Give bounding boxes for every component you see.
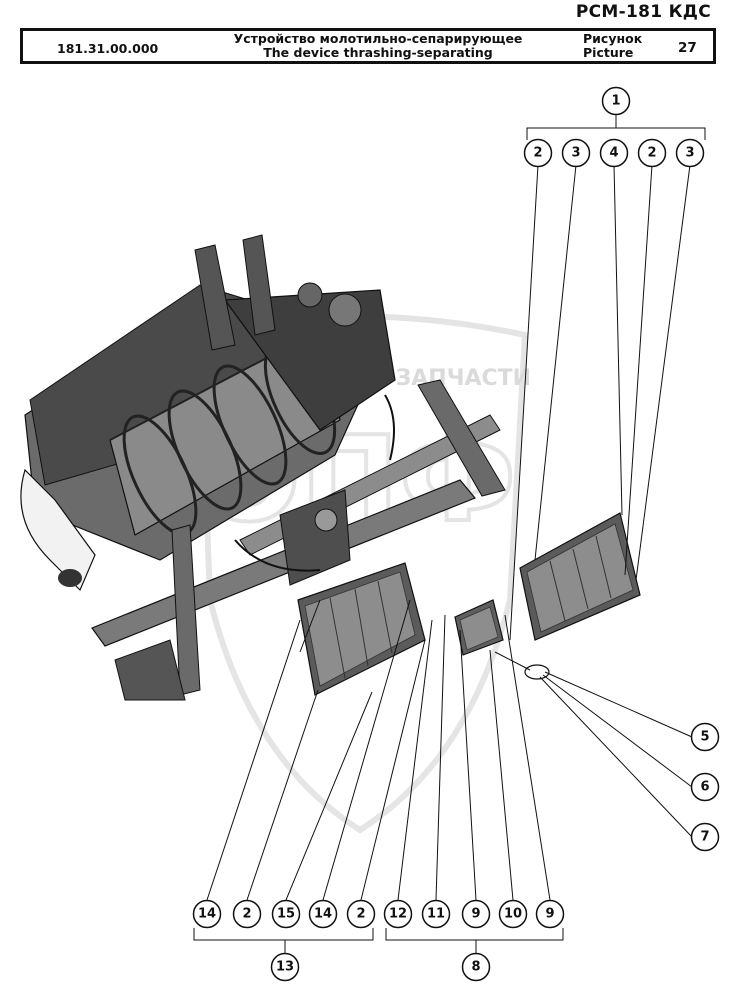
svg-text:2: 2 xyxy=(533,146,542,161)
svg-text:2: 2 xyxy=(647,146,656,161)
svg-text:8: 8 xyxy=(471,960,480,975)
svg-text:15: 15 xyxy=(277,907,295,922)
callout-3: 3 xyxy=(561,138,591,168)
callout-15: 15 xyxy=(271,899,301,929)
callout-2: 2 xyxy=(232,899,262,929)
callout-14: 14 xyxy=(192,899,222,929)
svg-text:1: 1 xyxy=(611,94,620,109)
svg-text:12: 12 xyxy=(389,907,407,922)
support-frame xyxy=(91,379,506,701)
leader-lines xyxy=(193,115,706,953)
svg-text:4: 4 xyxy=(609,146,618,161)
plate-small xyxy=(454,599,504,656)
assembly-name: Устройство молотильно-сепарирующее The d… xyxy=(213,32,543,60)
callout-11: 11 xyxy=(421,899,451,929)
svg-text:6: 6 xyxy=(700,780,709,795)
callout-14: 14 xyxy=(308,899,338,929)
rotor-assembly xyxy=(20,234,396,592)
svg-text:14: 14 xyxy=(198,907,216,922)
callout-7: 7 xyxy=(690,822,720,852)
picture-label-ru: Рисунок xyxy=(583,31,643,46)
callout-1: 1 xyxy=(601,86,631,116)
callout-8: 8 xyxy=(461,952,491,982)
svg-text:9: 9 xyxy=(545,907,554,922)
svg-text:3: 3 xyxy=(685,146,694,161)
callout-2: 2 xyxy=(637,138,667,168)
callout-9: 9 xyxy=(535,899,565,929)
svg-text:5: 5 xyxy=(700,730,709,745)
callout-5: 5 xyxy=(690,722,720,752)
svg-text:10: 10 xyxy=(504,907,522,922)
callout-2: 2 xyxy=(523,138,553,168)
picture-number: 27 xyxy=(678,40,697,56)
assembly-name-ru: Устройство молотильно-сепарирующее xyxy=(233,31,523,46)
concave-grate-left xyxy=(297,562,426,696)
svg-text:2: 2 xyxy=(242,907,251,922)
picture-label: Рисунок Picture xyxy=(583,32,642,60)
assembly-code: 181.31.00.000 xyxy=(57,41,159,56)
callout-10: 10 xyxy=(498,899,528,929)
assembly-name-en: The device thrashing-separating xyxy=(263,45,493,60)
title-block: 181.31.00.000 Устройство молотильно-сепа… xyxy=(20,28,716,64)
callout-13: 13 xyxy=(270,952,300,982)
fastener-small xyxy=(494,651,550,680)
svg-text:9: 9 xyxy=(471,907,480,922)
svg-text:13: 13 xyxy=(276,960,294,975)
svg-text:11: 11 xyxy=(427,907,445,922)
model-title: РСМ-181 КДС xyxy=(575,2,711,22)
concave-grate-right xyxy=(519,512,641,641)
svg-text:14: 14 xyxy=(314,907,332,922)
callout-12: 12 xyxy=(383,899,413,929)
callout-9: 9 xyxy=(461,899,491,929)
svg-text:2: 2 xyxy=(356,907,365,922)
picture-label-en: Picture xyxy=(583,45,634,60)
callout-6: 6 xyxy=(690,772,720,802)
callout-3: 3 xyxy=(675,138,705,168)
svg-text:7: 7 xyxy=(700,830,709,845)
callout-2: 2 xyxy=(346,899,376,929)
callout-4: 4 xyxy=(599,138,629,168)
svg-text:3: 3 xyxy=(571,146,580,161)
